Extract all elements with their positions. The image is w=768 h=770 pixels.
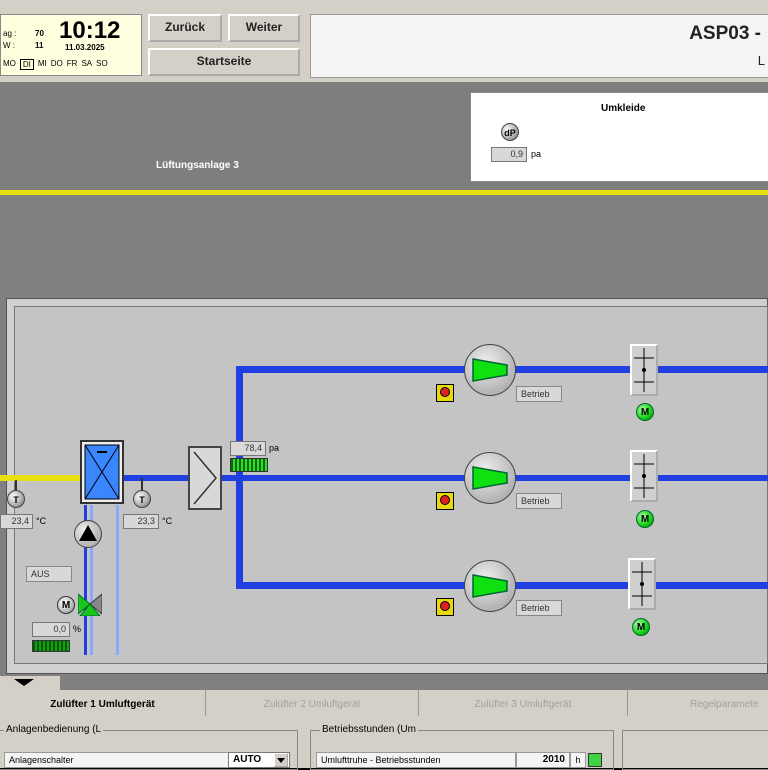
status-led-icon bbox=[588, 753, 602, 767]
collapse-arrow-icon bbox=[14, 679, 34, 686]
damper-3[interactable] bbox=[628, 558, 656, 610]
pump-status: AUS bbox=[26, 566, 72, 582]
valve-value: 0,0 bbox=[32, 622, 70, 637]
clock-time: 10:12 bbox=[59, 17, 121, 44]
damper-1[interactable] bbox=[630, 344, 658, 396]
fan-1-status: Betrieb bbox=[516, 386, 562, 402]
back-button[interactable]: Zurück bbox=[148, 14, 222, 42]
clock-panel: ag : 70 W : 11 10:12 11.03.2025 MO DI MI… bbox=[0, 14, 142, 76]
betrieb-group-label: Betriebsstunden (Um bbox=[320, 724, 418, 735]
filter[interactable] bbox=[188, 446, 222, 510]
pressure-sensor-icon: dP bbox=[501, 123, 519, 141]
filter-icon bbox=[193, 451, 217, 505]
fan-2-icon bbox=[472, 466, 508, 490]
damper-2[interactable] bbox=[630, 450, 658, 502]
pump-icon bbox=[79, 525, 97, 541]
t1-stem bbox=[15, 480, 17, 492]
t2-unit: °C bbox=[162, 516, 173, 526]
valve-motor-icon: M bbox=[57, 596, 75, 614]
pump[interactable] bbox=[74, 520, 102, 548]
fan-2-status: Betrieb bbox=[516, 493, 562, 509]
anlagen-group-label: Anlagenbedienung (L bbox=[4, 724, 104, 735]
collapse-tab[interactable] bbox=[0, 676, 60, 690]
dp-unit: pa bbox=[531, 149, 542, 159]
weekday-fr: FR bbox=[66, 59, 78, 68]
valve-unit: % bbox=[73, 624, 82, 634]
supply-pipe-yellow bbox=[0, 190, 768, 195]
anlagenschalter-label: Anlagenschalter bbox=[9, 755, 74, 765]
forward-button[interactable]: Weiter bbox=[228, 14, 300, 42]
bottom-panel: Zulüfter 1 Umluftgerät Zulüfter 2 Umluft… bbox=[0, 690, 768, 770]
umkleide-title: Umkleide bbox=[601, 103, 646, 114]
clock-kw-value: 11 bbox=[35, 41, 44, 50]
water-pipe-right bbox=[116, 505, 119, 655]
page-subtitle: L bbox=[757, 53, 765, 68]
water-pipe-mid bbox=[90, 505, 93, 655]
tab-zuluefter-2[interactable]: Zulüfter 2 Umluftgerät bbox=[206, 690, 419, 716]
header-bar: ag : 70 W : 11 10:12 11.03.2025 MO DI MI… bbox=[0, 0, 768, 82]
anlagenschalter-value: AUTO bbox=[233, 754, 262, 765]
damper-2-motor-icon: M bbox=[636, 510, 654, 528]
filter-dp-unit: pa bbox=[269, 443, 280, 453]
filter-dp-value: 78,4 bbox=[230, 441, 266, 456]
valve-bar bbox=[32, 640, 70, 652]
fan-1[interactable] bbox=[464, 344, 516, 396]
damper-3-icon bbox=[632, 562, 652, 606]
plant-name: Lüftungsanlage 3 bbox=[156, 160, 239, 171]
tab-regelparameter[interactable]: Regelparamete bbox=[690, 699, 759, 710]
duct-riser bbox=[236, 366, 243, 588]
betriebsstunden-unit: h bbox=[570, 752, 586, 768]
dropdown-button[interactable] bbox=[274, 753, 288, 767]
betriebsstunden-value: 2010 bbox=[516, 752, 570, 768]
fan-3-status: Betrieb bbox=[516, 600, 562, 616]
betriebsstunden-row: Umlufttruhe - Betriebsstunden bbox=[316, 752, 516, 768]
t1-value: 23,4 bbox=[0, 514, 33, 529]
weekday-do: DO bbox=[50, 59, 63, 68]
clock-tag-label: ag : bbox=[3, 29, 17, 38]
chevron-down-icon bbox=[277, 758, 285, 763]
outside-air-pipe bbox=[0, 475, 82, 481]
damper-1-motor-icon: M bbox=[636, 403, 654, 421]
t1-unit: °C bbox=[36, 516, 47, 526]
dp-value: 0,9 bbox=[491, 147, 527, 162]
water-pipe-left bbox=[84, 505, 87, 655]
weekday-di: DI bbox=[19, 59, 34, 70]
page-title: ASP03 - bbox=[689, 23, 761, 44]
weekday-mo: MO bbox=[3, 59, 16, 68]
clock-tag-value: 70 bbox=[35, 29, 44, 38]
three-way-valve[interactable] bbox=[77, 592, 103, 617]
damper-1-icon bbox=[634, 348, 654, 392]
fan-2-switch-icon[interactable] bbox=[436, 492, 454, 510]
t2-stem bbox=[141, 478, 143, 492]
fan-2[interactable] bbox=[464, 452, 516, 504]
filter-bar bbox=[230, 458, 268, 472]
damper-2-icon bbox=[634, 454, 654, 498]
t1-sensor-icon: T bbox=[7, 490, 25, 508]
tab-zuluefter-1[interactable]: Zulüfter 1 Umluftgerät bbox=[0, 690, 206, 716]
weekday-mi: MI bbox=[37, 59, 47, 68]
tab-zuluefter-3[interactable]: Zulüfter 3 Umluftgerät bbox=[419, 690, 628, 716]
weekday-row: MO DI MI DO FR SA SO bbox=[1, 59, 143, 70]
fan-3-switch-icon[interactable] bbox=[436, 598, 454, 616]
valve-icon bbox=[77, 592, 103, 617]
clock-date: 11.03.2025 bbox=[65, 43, 105, 52]
clock-kw-label: W : bbox=[3, 41, 15, 50]
umkleide-panel: Umkleide dP 0,9 pa bbox=[470, 92, 768, 182]
duct-main-a bbox=[122, 475, 188, 481]
betriebsstunden-label: Umlufttruhe - Betriebsstunden bbox=[321, 755, 441, 765]
third-group bbox=[622, 730, 768, 770]
t2-sensor-icon: T bbox=[133, 490, 151, 508]
title-panel: ASP03 - L bbox=[310, 14, 768, 78]
heat-exchanger-icon bbox=[84, 444, 120, 500]
weekday-sa: SA bbox=[81, 59, 93, 68]
fan-1-icon bbox=[472, 358, 508, 382]
weekday-so: SO bbox=[96, 59, 108, 68]
damper-3-motor-icon: M bbox=[632, 618, 650, 636]
fan-1-switch-icon[interactable] bbox=[436, 384, 454, 402]
fan-3[interactable] bbox=[464, 560, 516, 612]
fan-3-icon bbox=[472, 574, 508, 598]
t2-value: 23,3 bbox=[123, 514, 159, 529]
heat-exchanger[interactable] bbox=[80, 440, 124, 504]
home-button[interactable]: Startseite bbox=[148, 48, 300, 76]
